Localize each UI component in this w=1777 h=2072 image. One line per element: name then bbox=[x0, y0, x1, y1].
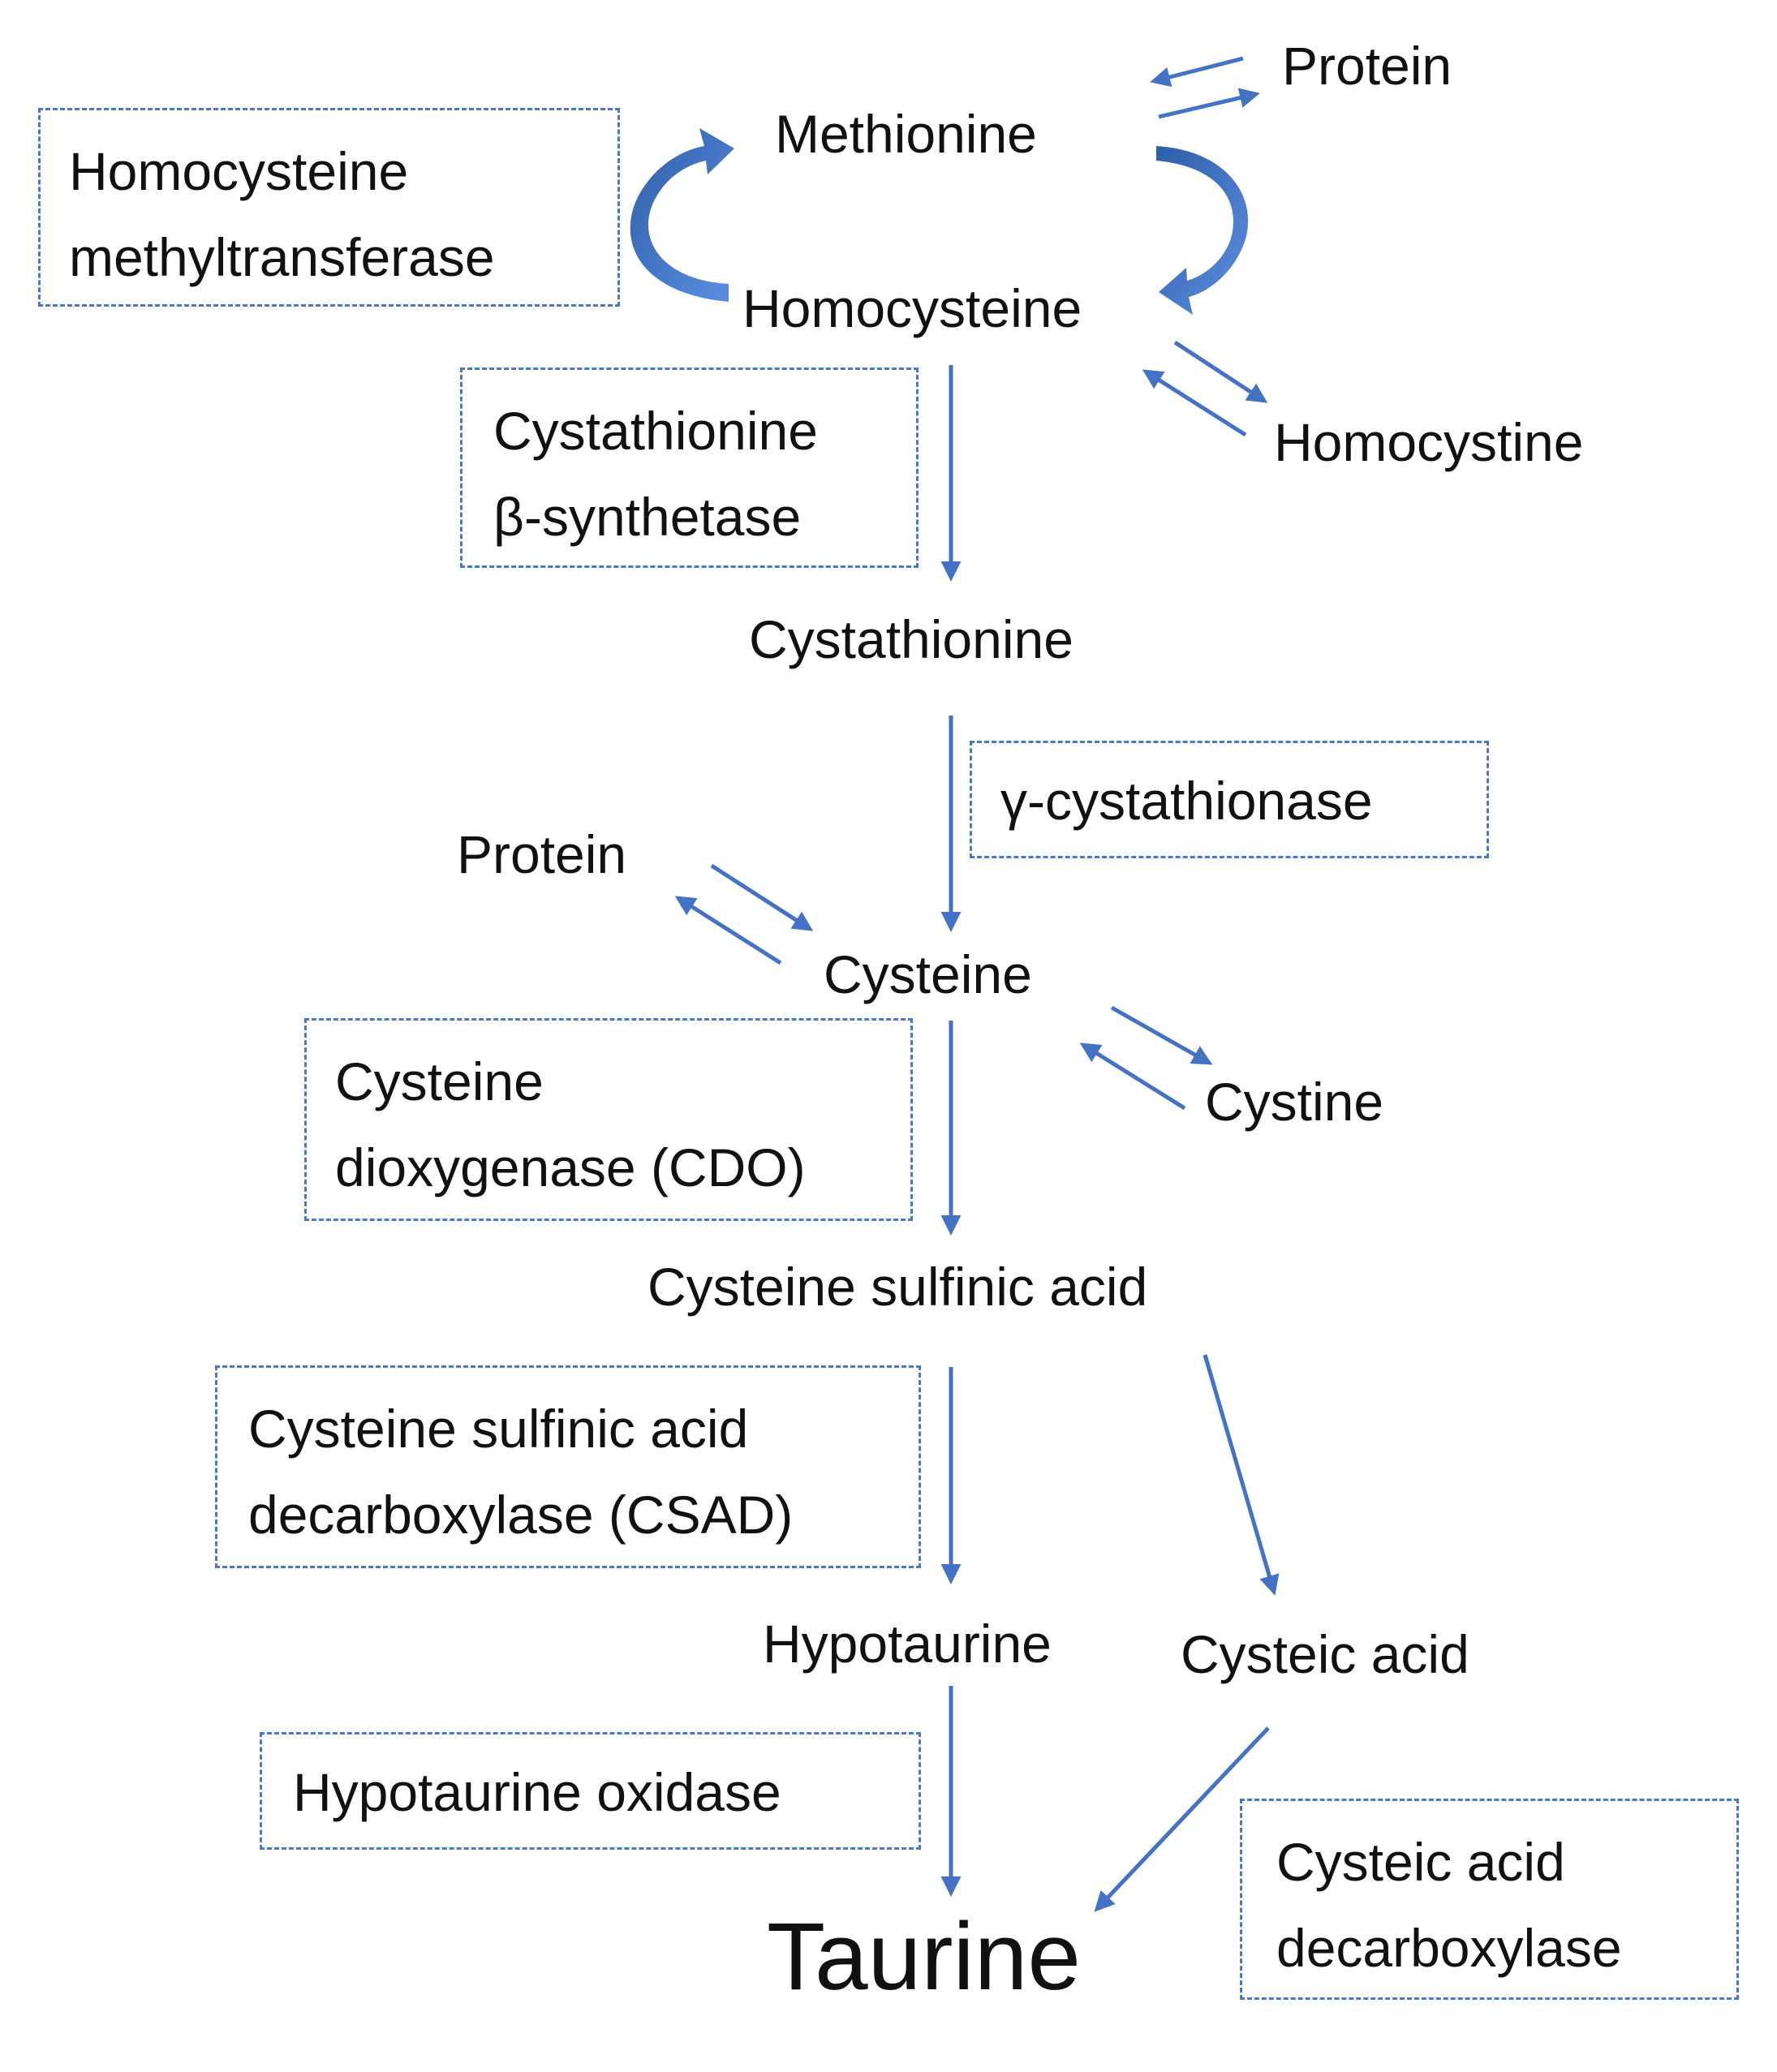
enzyme-label-line-2: decarboxylase (CSAD) bbox=[248, 1485, 794, 1545]
arrow-protein-to-cysteine bbox=[710, 863, 814, 931]
curved-arrow-methionine-to-homocysteine bbox=[1156, 146, 1249, 315]
arrow-protein-to-methionine bbox=[1150, 56, 1244, 88]
arrow-cysteine-to-cystine bbox=[1110, 1005, 1213, 1065]
metabolite-cysteic-acid: Cysteic acid bbox=[1181, 1624, 1469, 1684]
metabolite-taurine: Taurine bbox=[767, 1903, 1082, 2010]
enzyme-label-line-1: Cysteine bbox=[335, 1051, 544, 1111]
enzyme-box-cystathionine-beta-synthetase: Cystathionine β-synthetase bbox=[460, 368, 919, 568]
enzyme-label-line-2: methyltransferase bbox=[69, 227, 495, 287]
enzyme-box-gamma-cystathionase: γ-cystathionase bbox=[970, 741, 1489, 858]
metabolite-cystine: Cystine bbox=[1205, 1072, 1384, 1132]
enzyme-label-line-1: Homocysteine bbox=[69, 141, 409, 201]
enzyme-box-csad: Cysteine sulfinic acid decarboxylase (CS… bbox=[215, 1365, 921, 1568]
metabolite-cystathionine: Cystathionine bbox=[749, 609, 1074, 669]
metabolite-hypotaurine: Hypotaurine bbox=[763, 1614, 1052, 1674]
arrow-cystine-to-cysteine bbox=[1079, 1042, 1186, 1111]
enzyme-box-cysteine-dioxygenase: Cysteine dioxygenase (CDO) bbox=[304, 1018, 913, 1221]
enzyme-label-line-2: β-synthetase bbox=[493, 487, 802, 547]
metabolite-cysteine: Cysteine bbox=[824, 944, 1032, 1004]
enzyme-box-homocysteine-methyltransferase: Homocysteine methyltransferase bbox=[38, 108, 620, 307]
enzyme-label-line-2: dioxygenase (CDO) bbox=[335, 1137, 806, 1197]
arrow-methionine-to-protein bbox=[1158, 88, 1260, 119]
arrow-homocystine-to-homocysteine bbox=[1142, 369, 1247, 437]
enzyme-box-hypotaurine-oxidase: Hypotaurine oxidase bbox=[260, 1732, 921, 1850]
curved-arrow-homocysteine-to-methionine bbox=[630, 128, 734, 302]
enzyme-label-line-1: Hypotaurine oxidase bbox=[293, 1762, 781, 1822]
enzyme-label-line-2: decarboxylase bbox=[1276, 1918, 1622, 1978]
arrow-cysteic-acid-to-taurine bbox=[1094, 1726, 1270, 1912]
metabolite-protein-mid: Protein bbox=[457, 824, 627, 884]
enzyme-label-line-1: Cysteine sulfinic acid bbox=[248, 1399, 749, 1459]
enzyme-box-cysteic-acid-decarboxylase: Cysteic acid decarboxylase bbox=[1240, 1799, 1739, 2000]
metabolite-protein-top: Protein bbox=[1282, 36, 1452, 96]
metabolite-methionine: Methionine bbox=[775, 104, 1037, 164]
enzyme-label-line-1: Cystathionine bbox=[493, 401, 818, 461]
arrow-homocysteine-to-homocystine bbox=[1173, 340, 1268, 403]
enzyme-label-line-1: γ-cystathionase bbox=[1000, 771, 1373, 831]
arrow-csa-to-cysteic-acid bbox=[1203, 1354, 1280, 1596]
metabolite-homocystine: Homocystine bbox=[1274, 412, 1584, 472]
enzyme-label-line-1: Cysteic acid bbox=[1276, 1832, 1565, 1892]
metabolite-cysteine-sulfinic-acid: Cysteine sulfinic acid bbox=[648, 1257, 1148, 1317]
arrow-cysteine-to-protein bbox=[674, 896, 782, 965]
metabolite-homocysteine: Homocysteine bbox=[742, 278, 1082, 338]
